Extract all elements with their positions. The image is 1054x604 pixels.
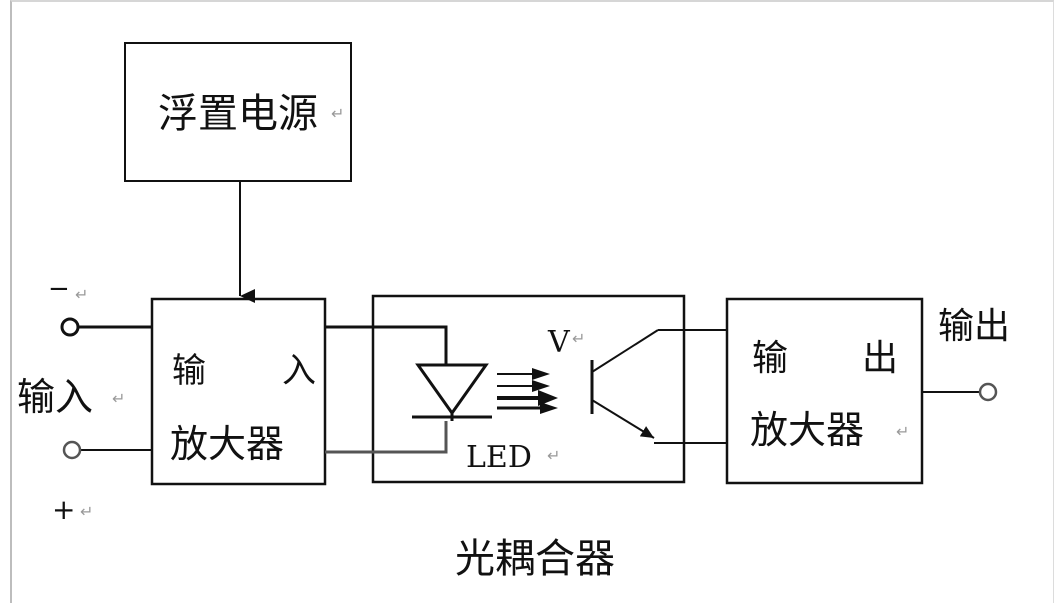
optocoupler-caption: 光耦合器 bbox=[455, 536, 615, 582]
input-amp-label-1: 输 bbox=[172, 351, 206, 391]
floating-power-block: 浮置电源 ↵ bbox=[124, 42, 352, 182]
output-terminal bbox=[978, 382, 998, 402]
input-label: 输入 bbox=[17, 375, 93, 419]
light-emission-icon bbox=[497, 368, 558, 414]
led-label: LED bbox=[466, 440, 532, 475]
plus-label: + bbox=[52, 493, 75, 526]
output-label: 输出 bbox=[938, 306, 1010, 347]
transistor-label: V bbox=[547, 325, 571, 360]
return-mark: ↵ bbox=[80, 502, 93, 521]
return-mark: ↵ bbox=[75, 285, 88, 304]
phototransistor-icon bbox=[590, 329, 659, 439]
wiring bbox=[79, 325, 980, 454]
input-amplifier-block: 输 入 放大器 bbox=[150, 297, 327, 486]
minus-label: − bbox=[48, 274, 70, 304]
return-mark: ↵ bbox=[112, 389, 125, 408]
output-amp-label-2: 出 bbox=[862, 338, 898, 379]
return-mark: ↵ bbox=[896, 422, 909, 441]
led-icon bbox=[412, 363, 492, 421]
return-mark: ↵ bbox=[547, 446, 560, 465]
optocoupler-block: V ↵ LED ↵ bbox=[371, 294, 686, 484]
input-amp-label-2: 入 bbox=[282, 351, 316, 391]
output-amp-label-3: 放大器 bbox=[750, 408, 864, 452]
return-mark: ↵ bbox=[331, 104, 344, 123]
input-amp-label-3: 放大器 bbox=[170, 422, 284, 466]
output-amp-label-1: 输 bbox=[752, 338, 788, 379]
output-amplifier-block: 输 出 放大器 ↵ bbox=[725, 297, 924, 485]
input-plus-terminal bbox=[62, 440, 82, 460]
input-minus-terminal bbox=[60, 317, 80, 337]
floating-power-label: 浮置电源 bbox=[158, 91, 318, 137]
return-mark: ↵ bbox=[572, 329, 585, 348]
